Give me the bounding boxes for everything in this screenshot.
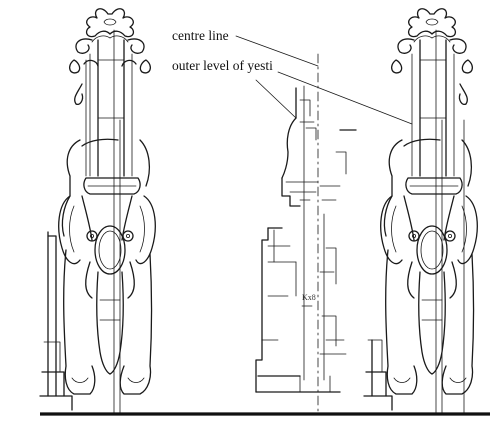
right-elephant-column xyxy=(363,8,478,415)
central-yesti-profile: Kx8 xyxy=(255,53,357,415)
leader-centre-line xyxy=(235,35,319,67)
leader-outer-level-to-yesti xyxy=(255,79,297,119)
leader-outer-level-to-right-column xyxy=(277,71,413,125)
left-capital-ornament xyxy=(68,8,152,106)
left-elephant-column xyxy=(39,8,156,415)
right-capital-ornament xyxy=(390,8,474,106)
label-centre-line: centre line xyxy=(172,28,229,43)
scribble-note: Kx8 xyxy=(302,293,316,302)
label-outer-level: outer level of yesti xyxy=(172,58,273,73)
